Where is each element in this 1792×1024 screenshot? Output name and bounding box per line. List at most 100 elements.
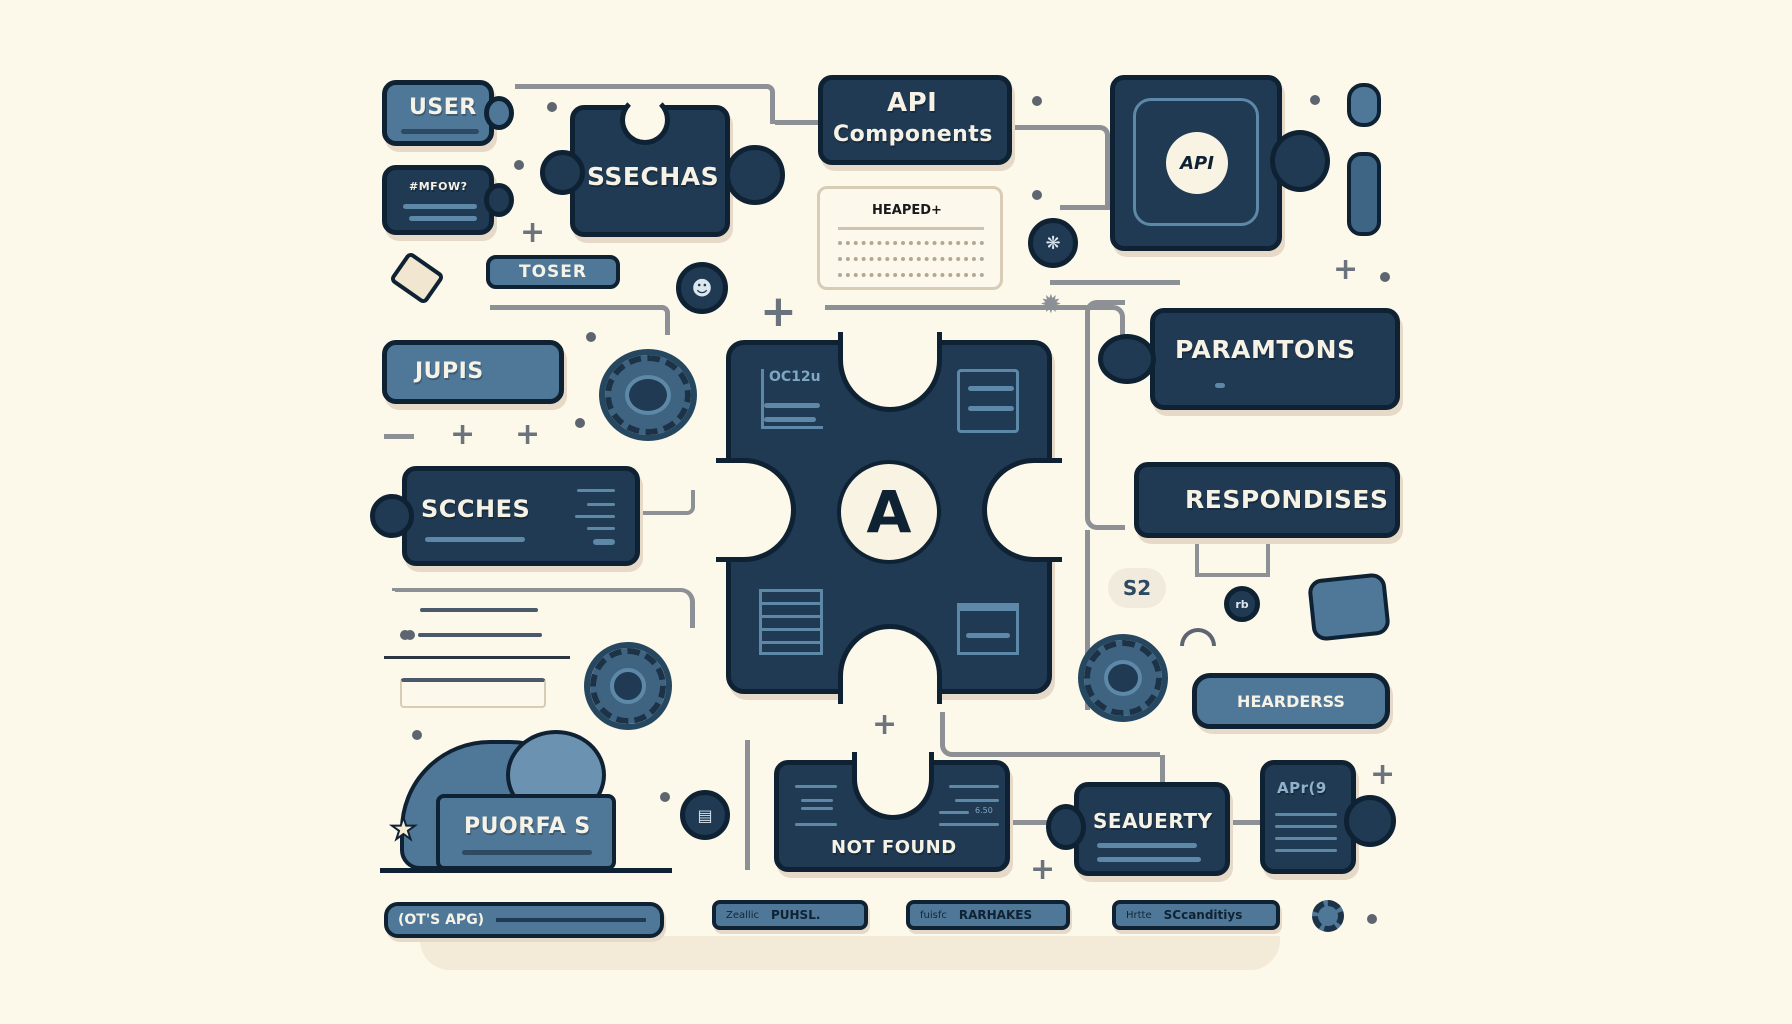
mfow-bar-1 (403, 204, 477, 209)
connector-wire (825, 305, 1125, 335)
decor-plus: + (1370, 757, 1396, 792)
jupis-label: JUPIS (415, 359, 484, 384)
connector-wire (1050, 280, 1180, 285)
storage-icon[interactable]: ▤ (680, 790, 730, 840)
api-badge-frame (1133, 98, 1259, 226)
arrow-line (384, 656, 570, 659)
center-notch-top (838, 332, 942, 412)
shield-icon (1347, 83, 1381, 127)
not-found-line (939, 811, 969, 814)
respondises-label: RESPONDISES (1185, 485, 1389, 514)
puzzle-fragment-icon (1306, 572, 1392, 642)
device-panel-icon (1347, 152, 1381, 236)
minus-icon (384, 434, 414, 439)
note-icon (388, 250, 446, 306)
bottom-field-1-prefix: (OT'S APG) (398, 912, 485, 928)
center-chart-bar (764, 417, 816, 422)
respondises-piece[interactable]: RESPONDISES (1134, 462, 1400, 538)
decor-plus: + (515, 417, 541, 452)
toser-label: TOSER (519, 262, 587, 282)
paramtons-indicator (1215, 383, 1225, 388)
puorfas-label: PUORFA S (464, 814, 591, 839)
decor-plus: + (1030, 852, 1056, 887)
not-found-notch (852, 752, 934, 820)
hearderss-button[interactable]: HEARDERSS (1192, 673, 1390, 729)
mfow-knob (484, 183, 514, 217)
decor-dot (575, 418, 585, 428)
mini-input-field[interactable] (400, 678, 546, 708)
connector-wire (1085, 530, 1090, 710)
bottom-field-2-prefix: Zeallic (726, 909, 759, 921)
center-window-icon (957, 603, 1019, 655)
connector-wire (1000, 820, 1070, 825)
user-gear-icon (584, 642, 672, 730)
user-knob (484, 96, 514, 130)
decor-dot (660, 792, 670, 802)
bottom-field-4[interactable]: Hrtte SCcanditiys (1112, 900, 1280, 930)
user-piece[interactable]: USER (382, 80, 494, 146)
connector-wire (490, 305, 670, 335)
decor-plus: + (450, 417, 476, 452)
connector-wire (640, 490, 695, 515)
center-notch-left (716, 458, 796, 562)
toser-button[interactable]: TOSER (486, 255, 620, 289)
bottom-field-4-prefix: Hrtte (1126, 909, 1152, 921)
not-found-line (795, 823, 837, 826)
header-card-rule (838, 227, 984, 230)
header-card-line (838, 241, 984, 245)
ssechas-right-knob (725, 145, 785, 205)
mfow-label: #MFOW? (409, 180, 468, 193)
list-line (392, 588, 570, 591)
apr-card-line (1275, 849, 1337, 852)
connector-wire (1010, 125, 1110, 205)
apr-card-line (1275, 813, 1337, 816)
center-corner-label: OC12u (769, 369, 821, 385)
rb-badge-icon[interactable]: rb (1224, 586, 1260, 622)
decor-dot (547, 102, 557, 112)
not-found-line (801, 799, 833, 802)
mfow-bar-2 (409, 216, 477, 221)
gear-icon (599, 349, 697, 441)
bottom-field-4-value: SCcanditiys (1163, 908, 1243, 922)
api-components-piece[interactable]: API Components (818, 75, 1012, 165)
ssechas-left-knob (540, 150, 585, 195)
bottom-field-1[interactable]: (OT'S APG) (384, 902, 664, 938)
connector-wire (1160, 755, 1165, 795)
connector-wire (1085, 300, 1125, 530)
header-card[interactable]: HEAPED+ (817, 186, 1003, 290)
paramtons-label: PARAMTONS (1175, 335, 1356, 364)
api-badge-piece[interactable]: API (1110, 75, 1282, 251)
connector-wire (940, 712, 1160, 757)
bottom-shadow (420, 936, 1280, 970)
s2-badge-icon: S2 (1108, 568, 1166, 608)
decor-dot (1032, 96, 1042, 106)
apr-card-piece[interactable]: APr(9 (1260, 760, 1356, 874)
user-avatar-icon[interactable]: ☻ (676, 262, 728, 314)
bottom-field-3[interactable]: fuisfc RARHAKES (906, 900, 1070, 930)
mfow-piece[interactable]: #MFOW? (382, 165, 494, 235)
apr-card-label: APr(9 (1277, 779, 1327, 797)
decor-dot (1380, 272, 1390, 282)
network-node-icon[interactable]: ❋ (1028, 218, 1078, 268)
scches-knob (370, 494, 414, 538)
decor-plus: + (872, 707, 898, 742)
scches-side-bar (587, 527, 615, 530)
bottom-field-2[interactable]: Zeallic PUHSL. (712, 900, 868, 930)
connector-wire (1060, 205, 1115, 210)
settings-icon[interactable] (1312, 900, 1344, 932)
jupis-button[interactable]: JUPIS (382, 340, 564, 404)
paramtons-knob (1098, 334, 1156, 384)
seauerty-bar (1097, 857, 1201, 862)
center-emblem-letter: A (866, 478, 912, 546)
connector-wire (515, 84, 775, 124)
bottom-field-3-prefix: fuisfc (920, 909, 947, 921)
scches-piece[interactable]: SCCHES (402, 466, 640, 566)
not-found-line (949, 785, 999, 788)
decor-dot (412, 730, 422, 740)
puorfas-panel[interactable]: PUORFA S (436, 794, 616, 870)
not-found-line (955, 799, 999, 802)
seauerty-piece[interactable]: SEAUERTY (1074, 782, 1230, 876)
header-card-line (838, 273, 984, 277)
paramtons-piece[interactable]: PARAMTONS (1150, 308, 1400, 410)
decor-dot (405, 630, 415, 640)
